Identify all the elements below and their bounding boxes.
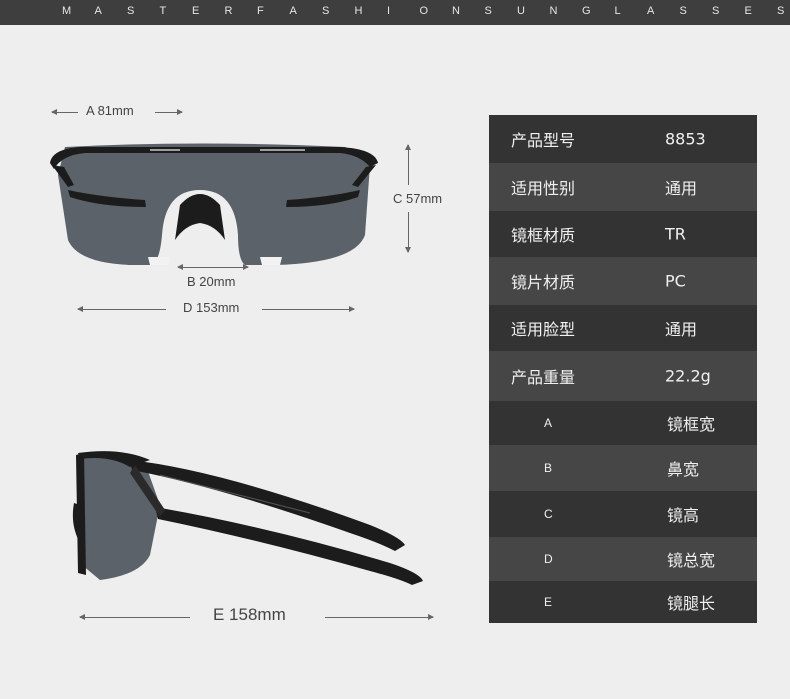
banner-letter: E xyxy=(744,5,752,17)
banner-letter: A xyxy=(94,5,102,17)
banner-letter: N xyxy=(452,5,460,17)
legend-value: 镜框宽 xyxy=(667,415,716,434)
spec-value: 22.2g xyxy=(665,366,711,386)
glasses-front-image xyxy=(50,143,378,265)
spec-row-lens-material: 镜片材质 PC xyxy=(489,257,757,305)
banner-letter: R xyxy=(224,5,233,17)
spec-value: TR xyxy=(665,224,686,244)
spec-key: 产品重量 xyxy=(511,368,576,387)
legend-key: B xyxy=(544,461,553,475)
legend-key: E xyxy=(544,595,553,609)
dim-e-label: E 158mm xyxy=(213,605,286,624)
legend-value: 镜总宽 xyxy=(667,551,716,570)
spec-key: 镜框材质 xyxy=(511,226,576,245)
banner-letter: L xyxy=(614,5,621,17)
banner-letter: I xyxy=(387,5,391,17)
banner-letter: E xyxy=(192,5,200,17)
spec-value: 8853 xyxy=(665,129,706,149)
legend-key: C xyxy=(544,507,553,521)
spec-value: 通用 xyxy=(665,320,698,339)
spec-key: 镜片材质 xyxy=(511,273,576,292)
legend-row-b: B 鼻宽 xyxy=(489,445,757,491)
spec-row-frame-material: 镜框材质 TR xyxy=(489,211,757,257)
dim-c-label: C 57mm xyxy=(393,191,443,206)
dim-c-arrow-up xyxy=(405,144,411,185)
dim-c-arrow-down xyxy=(405,212,411,253)
spec-row-model: 产品型号 8853 xyxy=(489,115,757,163)
banner-letter: H xyxy=(354,5,363,17)
banner-letter: S xyxy=(679,5,687,17)
dim-d-label: D 153mm xyxy=(183,300,240,315)
banner-letter: N xyxy=(549,5,558,17)
dim-a-arrow-left xyxy=(51,109,78,115)
banner-letter: F xyxy=(257,5,264,17)
glasses-side-image xyxy=(72,451,423,585)
banner-letter: G xyxy=(582,5,591,17)
banner-letter: S xyxy=(127,5,135,17)
legend-row-c: C 镜高 xyxy=(489,491,757,537)
banner-letter: M xyxy=(62,5,72,17)
dim-a-label: A 81mm xyxy=(86,103,134,118)
banner-letter: S xyxy=(712,5,720,17)
legend-row-d: D 镜总宽 xyxy=(489,537,757,581)
dim-e-arrow-left xyxy=(79,614,190,620)
dim-d-arrow-left xyxy=(77,306,166,312)
spec-key: 适用性别 xyxy=(511,179,576,198)
legend-value: 镜高 xyxy=(667,506,700,525)
banner-letter: S xyxy=(484,5,492,17)
legend-row-a: A 镜框宽 xyxy=(489,401,757,445)
banner-letter: T xyxy=(159,5,167,17)
banner-letter: U xyxy=(517,5,525,17)
legend-row-e: E 镜腿长 xyxy=(489,581,757,623)
spec-value: 通用 xyxy=(665,179,698,198)
banner-letter: S xyxy=(777,5,785,17)
spec-row-gender: 适用性别 通用 xyxy=(489,163,757,211)
spec-value: PC xyxy=(665,271,686,291)
legend-value: 鼻宽 xyxy=(667,460,700,479)
spec-key: 产品型号 xyxy=(511,131,576,150)
dim-b-arrow xyxy=(177,264,249,270)
dim-d-arrow-right xyxy=(262,306,355,312)
spec-row-face-shape: 适用脸型 通用 xyxy=(489,305,757,351)
banner-letter: O xyxy=(419,5,429,17)
dim-a-arrow-right xyxy=(155,109,183,115)
banner-letter: S xyxy=(322,5,330,17)
legend-value: 镜腿长 xyxy=(667,594,716,613)
legend-key: A xyxy=(544,416,553,430)
spec-key: 适用脸型 xyxy=(511,320,576,339)
banner-letter: A xyxy=(647,5,655,17)
spec-row-weight: 产品重量 22.2g xyxy=(489,351,757,401)
spec-table: 产品型号 8853 适用性别 通用 镜框材质 TR 镜片材质 PC 适用脸型 通… xyxy=(489,115,757,623)
legend-key: D xyxy=(544,552,553,566)
banner-letter: A xyxy=(289,5,297,17)
dim-b-label: B 20mm xyxy=(187,274,236,289)
dim-e-arrow-right xyxy=(325,614,434,620)
